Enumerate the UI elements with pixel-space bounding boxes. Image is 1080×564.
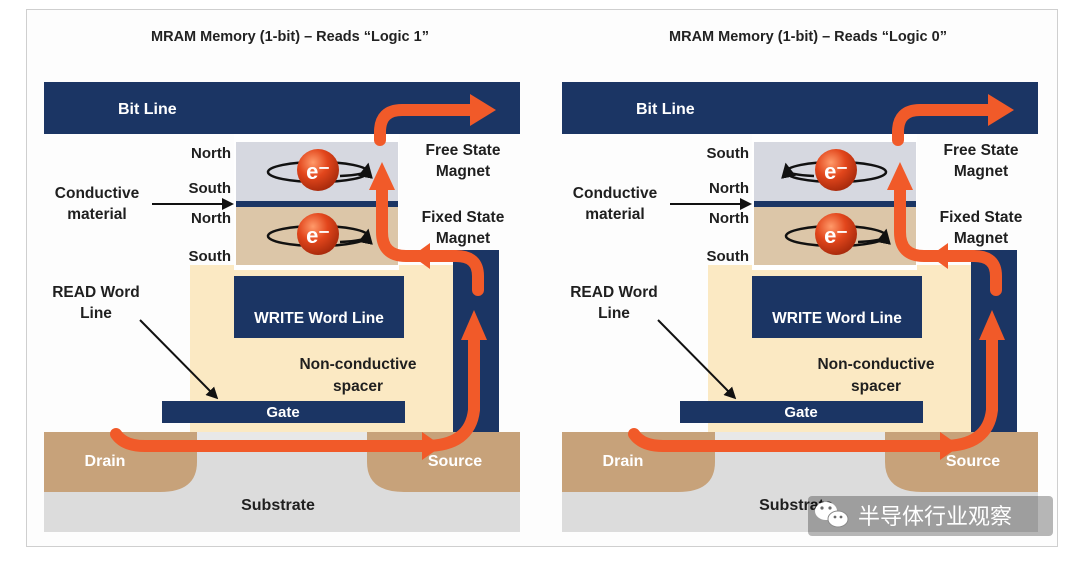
- fixed-top-pole: North: [191, 210, 231, 227]
- bit-line-label: Bit Line: [118, 101, 177, 118]
- gate: [680, 401, 923, 423]
- free-bottom-pole: South: [189, 180, 232, 197]
- electron-fixed: e⁻: [784, 213, 891, 255]
- tunnel-barrier: [236, 201, 398, 207]
- gate-label: Gate: [784, 404, 817, 421]
- read-word-line-label-2: Line: [598, 305, 630, 322]
- gate: [162, 401, 405, 423]
- electron-free: e⁻: [781, 149, 888, 191]
- bit-line-label: Bit Line: [636, 101, 695, 118]
- panel-logic-1: MRAM Memory (1-bit) – Reads “Logic 1” Su…: [44, 29, 520, 532]
- drain-label: Drain: [85, 453, 126, 470]
- free-bottom-pole: North: [709, 180, 749, 197]
- read-word-line-label-1: READ Word: [52, 284, 140, 301]
- panel-title: MRAM Memory (1-bit) – Reads “Logic 1”: [151, 29, 429, 45]
- read-word-line-label-1: READ Word: [570, 284, 658, 301]
- svg-text:e⁻: e⁻: [824, 223, 848, 248]
- wechat-icon: [815, 502, 849, 528]
- source-label: Source: [946, 453, 1000, 470]
- substrate-label: Substrate: [241, 497, 315, 514]
- fixed-top-pole: North: [709, 210, 749, 227]
- read-word-line-label-2: Line: [80, 305, 112, 322]
- conductive-label-2: material: [585, 206, 644, 223]
- spacer-label-1: Non-conductive: [817, 356, 934, 373]
- spacer-label-2: spacer: [851, 378, 901, 395]
- fixed-magnet-label-2: Magnet: [954, 230, 1008, 247]
- spacer-label-2: spacer: [333, 378, 383, 395]
- free-magnet-label-1: Free State: [426, 142, 501, 159]
- drain-label: Drain: [603, 453, 644, 470]
- conductive-label-2: material: [67, 206, 126, 223]
- watermark-text: 半导体行业观察: [858, 505, 1012, 530]
- write-word-line-label: WRITE Word Line: [772, 310, 902, 327]
- panel-logic-0: MRAM Memory (1-bit) – Reads “Logic 0” Su…: [562, 29, 1038, 532]
- free-magnet-label-2: Magnet: [954, 163, 1008, 180]
- source-label: Source: [428, 453, 482, 470]
- watermark: 半导体行业观察: [808, 496, 1053, 536]
- fixed-magnet-label-1: Fixed State: [422, 209, 505, 226]
- substrate-label: Substrate: [759, 497, 833, 514]
- write-word-line: [234, 276, 404, 338]
- fixed-bottom-pole: South: [189, 248, 232, 265]
- fixed-bottom-pole: South: [707, 248, 750, 265]
- conductive-label-1: Conductive: [55, 185, 140, 202]
- free-magnet-label-1: Free State: [944, 142, 1019, 159]
- panel-title: MRAM Memory (1-bit) – Reads “Logic 0”: [669, 29, 947, 45]
- write-word-line-label: WRITE Word Line: [254, 310, 384, 327]
- svg-text:e⁻: e⁻: [306, 159, 330, 184]
- tunnel-barrier: [754, 201, 916, 207]
- conductive-label-1: Conductive: [573, 185, 658, 202]
- electron-fixed: e⁻: [266, 213, 373, 255]
- free-magnet-label-2: Magnet: [436, 163, 490, 180]
- free-top-pole: South: [707, 145, 750, 162]
- electron-free: e⁻: [266, 149, 373, 191]
- spacer-label-1: Non-conductive: [299, 356, 416, 373]
- read-pointer: [139, 319, 219, 400]
- fixed-magnet-label-2: Magnet: [436, 230, 490, 247]
- fixed-magnet-label-1: Fixed State: [940, 209, 1023, 226]
- free-top-pole: North: [191, 145, 231, 162]
- read-pointer: [657, 319, 737, 400]
- gate-label: Gate: [266, 404, 299, 421]
- svg-text:e⁻: e⁻: [824, 159, 848, 184]
- write-word-line: [752, 276, 922, 338]
- svg-text:e⁻: e⁻: [306, 223, 330, 248]
